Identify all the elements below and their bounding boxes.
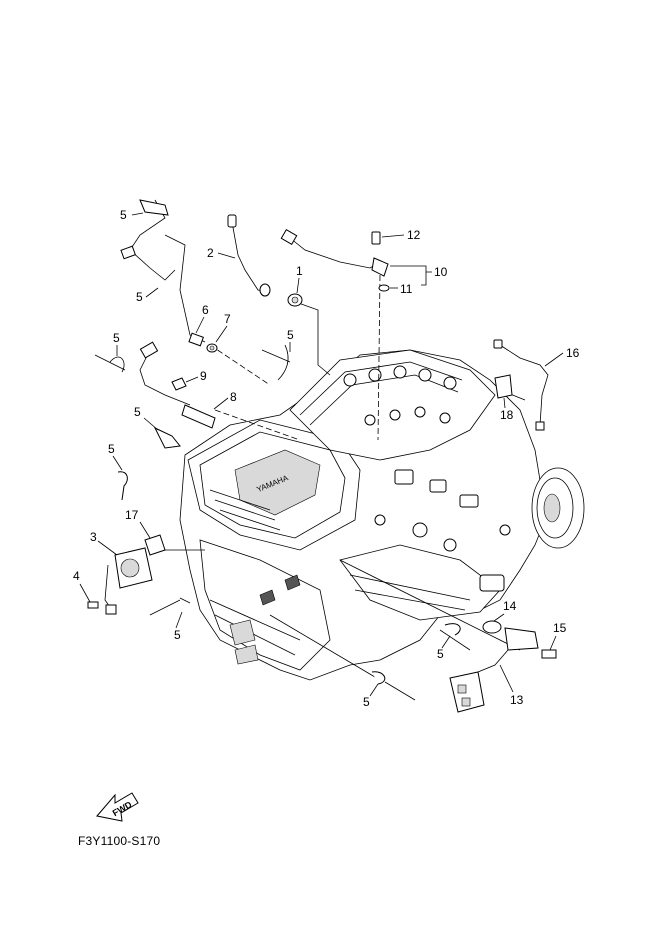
sensor-part-16 — [493, 339, 549, 431]
callout-7: 7 — [224, 312, 231, 326]
callout-6: 6 — [202, 303, 209, 317]
callout-5: 5 — [108, 442, 115, 456]
wire-harness-left — [120, 199, 206, 347]
callout-16: 16 — [566, 346, 580, 360]
callout-3: 3 — [90, 530, 97, 544]
cable-ties — [94, 344, 471, 701]
callout-14: 14 — [503, 599, 517, 613]
o-ring-14 — [482, 620, 502, 634]
callout-2: 2 — [207, 246, 214, 260]
sensor-bracket-3-4-17 — [87, 534, 166, 615]
callout-5: 5 — [174, 628, 181, 642]
callout-5: 5 — [120, 208, 127, 222]
callout-5: 5 — [113, 331, 120, 345]
callout-5: 5 — [363, 695, 370, 709]
figure-reference-code: F3Y1100-S170 — [78, 834, 161, 848]
sensor-part-2 — [227, 214, 271, 297]
callout-4: 4 — [73, 569, 80, 583]
callout-13: 13 — [510, 693, 524, 707]
callout-5: 5 — [287, 328, 294, 342]
callout-5: 5 — [134, 405, 141, 419]
callout-18: 18 — [500, 408, 514, 422]
sensor-part-1 — [287, 293, 303, 307]
bracket-part-18 — [494, 374, 513, 399]
callout-5: 5 — [136, 290, 143, 304]
callout-8: 8 — [230, 390, 237, 404]
engine-assembly: YAMAHA — [179, 349, 585, 681]
sensor-part-13 — [449, 627, 539, 713]
bolt-15 — [541, 649, 557, 659]
callout-12: 12 — [407, 228, 421, 242]
fwd-arrow-icon: FWD — [96, 792, 139, 822]
callout-labels: 5 2 1 12 10 11 5 6 7 5 5 9 8 16 18 5 5 1… — [73, 208, 580, 709]
callout-5: 5 — [437, 647, 444, 661]
callout-11: 11 — [400, 282, 413, 296]
small-parts-7-8-9 — [139, 341, 218, 429]
callout-17: 17 — [125, 508, 139, 522]
callout-9: 9 — [200, 369, 207, 383]
callout-1: 1 — [296, 264, 303, 278]
leader-lines — [160, 274, 526, 681]
callout-10: 10 — [434, 265, 448, 279]
callout-15: 15 — [553, 621, 567, 635]
wire-harness-top — [280, 228, 390, 292]
